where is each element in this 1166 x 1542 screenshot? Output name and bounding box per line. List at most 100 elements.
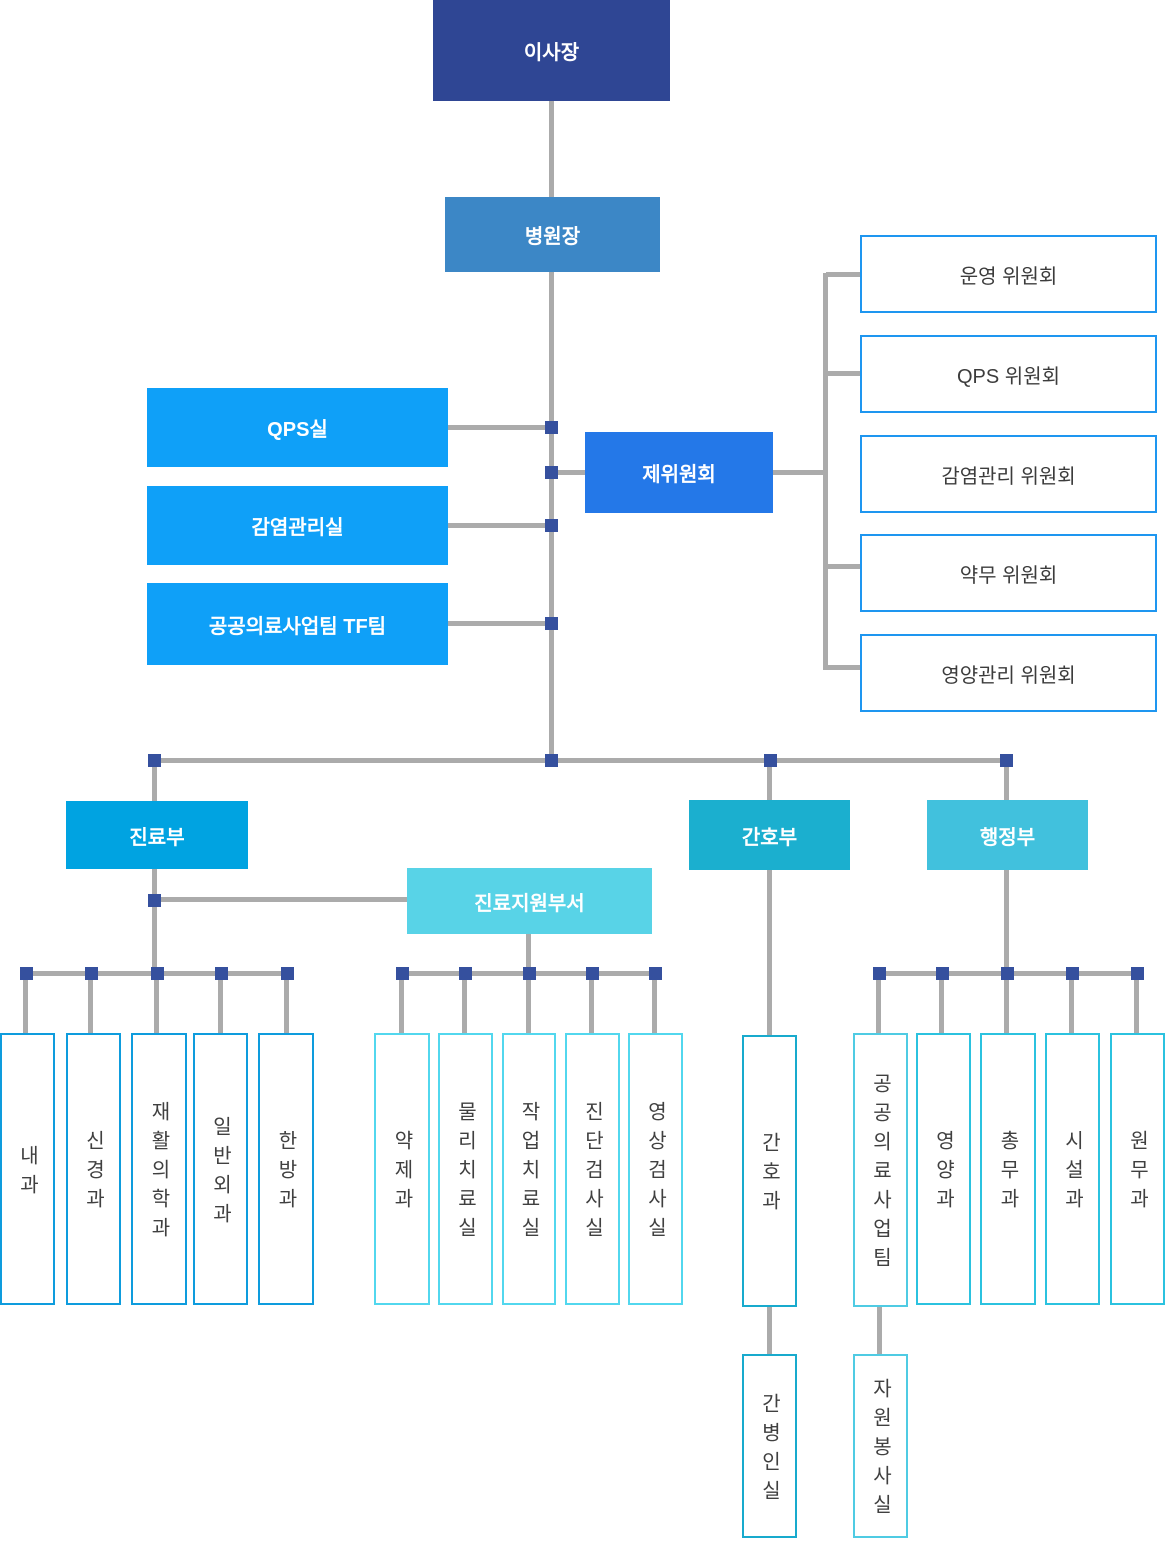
connector-line [767,870,772,1035]
dept-label: 행정부 [979,826,1036,849]
org-box-qps-office: QPS실 [147,388,448,467]
connector-node [545,466,558,479]
org-box-label: 병원장 [524,226,581,248]
committee-box-operations: 운영 위원회 [860,235,1157,313]
connector-line [284,971,289,1033]
connector-line [152,760,157,801]
sub-box-facilities: 시설과 [1045,1033,1100,1305]
dept-label: 진료지원부서 [474,892,585,915]
connector-node [649,967,662,980]
connector-line [939,971,944,1033]
org-box-label: 감염관리실 [251,517,344,539]
connector-node [545,421,558,434]
connector-line [154,758,1006,763]
connector-node [545,519,558,532]
connector-node [151,967,164,980]
org-box-label: 제위원회 [642,464,716,486]
sub-box-label: 영양과 [932,1130,954,1217]
connector-line [826,272,860,277]
sub-box-neurology: 신경과 [66,1033,121,1305]
sub-box-imaging-lab: 영상검사실 [628,1033,683,1305]
connector-line [877,1307,882,1354]
connector-line [448,425,551,430]
connector-line [551,470,587,475]
connector-line [876,971,881,1033]
connector-node [523,967,536,980]
connector-line [826,371,860,376]
sub-box-physical-therapy: 물리치료실 [438,1033,493,1305]
sub-box-label: 한방과 [274,1130,297,1217]
connector-line [1004,870,1009,973]
sub-box-occupational-therapy: 작업치료실 [502,1033,556,1305]
connector-node [764,754,777,767]
connector-line [23,971,28,1033]
dept-label: 간호부 [741,826,798,849]
committee-box-infection-control: 감염관리 위원회 [860,435,1157,513]
org-box-director: 병원장 [445,197,660,272]
connector-node [1131,967,1144,980]
connector-line [1004,760,1009,800]
sub-box-general-surgery: 일반외과 [193,1033,248,1305]
dept-box-medical: 진료부 [66,801,248,869]
connector-line [218,971,223,1033]
connector-node [148,894,161,907]
connector-node [281,967,294,980]
sub-box-pharmacy-dept: 약제과 [374,1033,430,1305]
connector-line [526,934,531,973]
connector-line [549,272,554,762]
sub-box-caregiver-room: 간병인실 [742,1354,797,1538]
connector-line [1134,971,1139,1033]
dept-box-admin: 행정부 [927,800,1088,870]
org-box-chairman: 이사장 [433,0,670,101]
connector-line [826,665,860,670]
sub-box-administration: 원무과 [1110,1033,1165,1305]
connector-node [85,967,98,980]
connector-line [1069,971,1074,1033]
connector-node [1001,967,1014,980]
connector-line [1004,971,1009,1033]
connector-node [20,967,33,980]
sub-box-general-affairs: 총무과 [980,1033,1036,1305]
committee-label: QPS 위원회 [957,365,1060,388]
connector-node [1066,967,1079,980]
sub-box-label: 자원봉사실 [869,1378,891,1523]
sub-box-internal-medicine: 내과 [0,1033,55,1305]
sub-box-diagnostic-lab: 진단검사실 [565,1033,620,1305]
connector-line [154,897,407,902]
connector-line [399,971,404,1033]
dept-box-medical-support: 진료지원부서 [407,868,652,934]
connector-line [767,1307,772,1354]
sub-box-label: 내과 [16,1144,38,1203]
sub-box-label: 작업치료실 [517,1101,540,1246]
connector-node [545,617,558,630]
sub-box-oriental-medicine: 한방과 [258,1033,314,1305]
committee-label: 운영 위원회 [959,265,1058,288]
org-box-public-medical-tf-team: 공공의료사업팀 TF팀 [147,583,448,665]
connector-line [462,971,467,1033]
committee-label: 약무 위원회 [959,564,1058,587]
sub-box-nursing-dept: 간호과 [742,1035,797,1307]
sub-box-label: 총무과 [996,1130,1019,1217]
committee-label: 영양관리 위원회 [941,664,1076,687]
sub-box-label: 진단검사실 [581,1101,603,1246]
org-box-label: 이사장 [523,42,580,64]
sub-box-label: 시설과 [1061,1130,1083,1217]
sub-box-label: 신경과 [82,1130,104,1217]
sub-box-nutrition-dept: 영양과 [916,1033,971,1305]
sub-box-label: 영상검사실 [644,1101,666,1246]
connector-node [1000,754,1013,767]
sub-box-label: 약제과 [390,1130,413,1217]
dept-box-nursing: 간호부 [689,800,850,870]
dept-label: 진료부 [129,826,185,849]
org-box-label: QPS실 [267,419,328,441]
connector-line [767,760,772,800]
connector-node [545,754,558,767]
sub-box-label: 원무과 [1126,1130,1148,1217]
connector-line [549,101,554,197]
connector-line [88,971,93,1033]
sub-box-label: 공공의료사업팀 [869,1073,891,1276]
connector-line [448,523,551,528]
connector-node [148,754,161,767]
connector-line [589,971,594,1033]
